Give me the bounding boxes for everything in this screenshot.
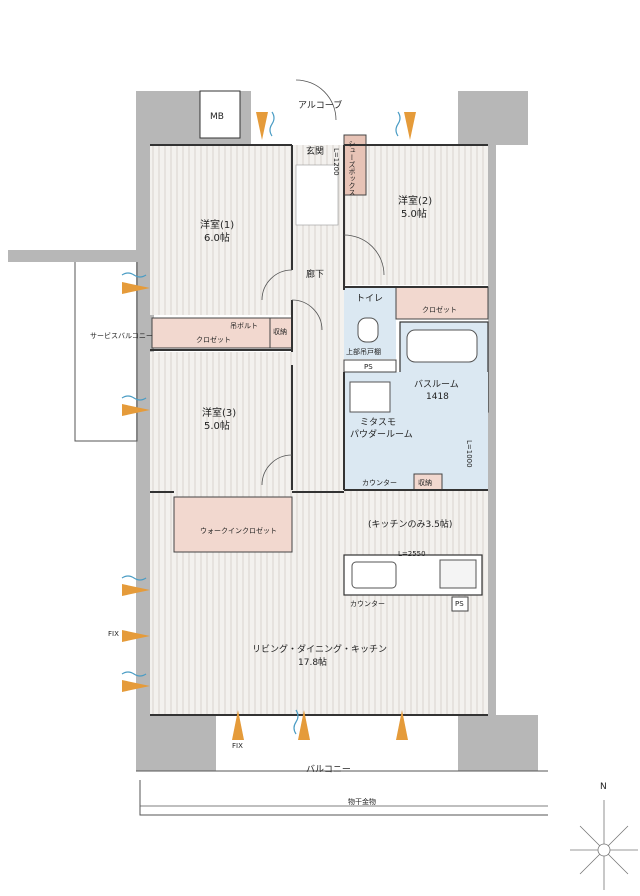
- mb-box: [199, 90, 241, 139]
- closet1-label: クロゼット: [196, 336, 231, 344]
- sink: [351, 561, 397, 589]
- western2-name: 洋室(2): [398, 196, 433, 207]
- ps-kitchen-label: PS: [455, 600, 464, 608]
- powder-name1: ミタスモ: [360, 418, 397, 428]
- shoe-box-label: シューズボックス: [348, 140, 356, 196]
- storage-b-label: 収納: [418, 479, 432, 487]
- powder-length-label: L=1000: [465, 440, 473, 468]
- wall-bottom-right: [458, 715, 538, 771]
- balcony-outline: [136, 770, 548, 816]
- ps-kitchen-box: [451, 596, 469, 612]
- entrance-label: 玄関: [306, 147, 325, 157]
- powder-name2: パウダールーム: [350, 430, 413, 440]
- service-balcony-rail: [8, 250, 138, 262]
- walk-in-box: [173, 496, 293, 553]
- balcony-label: バルコニー: [306, 765, 351, 775]
- bathroom-name: バスルーム: [414, 380, 459, 390]
- kitchen-only-label: (キッチンのみ3.5帖): [368, 520, 453, 530]
- walk-in-label: ウォークインクロゼット: [200, 527, 277, 535]
- floor-western1: [150, 145, 292, 315]
- closet2-label: クロゼット: [422, 306, 457, 314]
- floor-entrance: [295, 164, 339, 226]
- counter-powder-label: カウンター: [362, 479, 397, 487]
- toilet-bowl: [357, 317, 379, 343]
- wall-bottom-left: [136, 715, 216, 771]
- fix-bottom-label: FIX: [232, 742, 243, 750]
- western1-name: 洋室(1): [200, 220, 235, 231]
- toilet-label: トイレ: [356, 294, 384, 304]
- storage-a-label: 収納: [273, 328, 287, 336]
- bathtub: [406, 329, 478, 363]
- washbasin: [349, 381, 391, 413]
- shoe-length-label: L=1200: [332, 148, 340, 176]
- ldk-size: 17.8帖: [298, 658, 328, 668]
- kitchen-length-label: L=2550: [398, 550, 426, 558]
- compass-north-label: N: [600, 782, 607, 792]
- closet1-box: [151, 317, 271, 349]
- drying-hardware-label: 物干金物: [348, 798, 376, 806]
- hallway-label: 廊下: [306, 270, 325, 280]
- stove: [439, 559, 477, 589]
- mb-label: MB: [210, 112, 224, 122]
- compass-rose: [570, 800, 638, 890]
- floor-western3: [150, 352, 292, 492]
- hanging-bolt-label: 吊ボルト: [230, 322, 258, 330]
- wall-left-column: [136, 91, 154, 771]
- upper-shelf-label: 上部吊戸棚: [346, 348, 381, 356]
- western3-size: 5.0帖: [204, 421, 230, 432]
- wall-right: [488, 130, 496, 720]
- western3-name: 洋室(3): [202, 408, 237, 419]
- floor-western2: [344, 145, 488, 285]
- bathroom-size: 1418: [426, 392, 449, 402]
- ps-upper-box: [343, 359, 397, 373]
- counter-kitchen-label: カウンター: [350, 600, 385, 608]
- western1-size: 6.0帖: [204, 233, 230, 244]
- closet2-box: [395, 286, 489, 320]
- western2-size: 5.0帖: [401, 209, 427, 220]
- service-balcony-label: サービスバルコニー: [90, 332, 153, 340]
- fix-left-label: FIX: [108, 630, 119, 638]
- ps-upper-label: PS: [364, 363, 373, 371]
- ldk-name: リビング・ダイニング・キッチン: [252, 645, 388, 655]
- alcove-label: アルコーブ: [298, 101, 343, 111]
